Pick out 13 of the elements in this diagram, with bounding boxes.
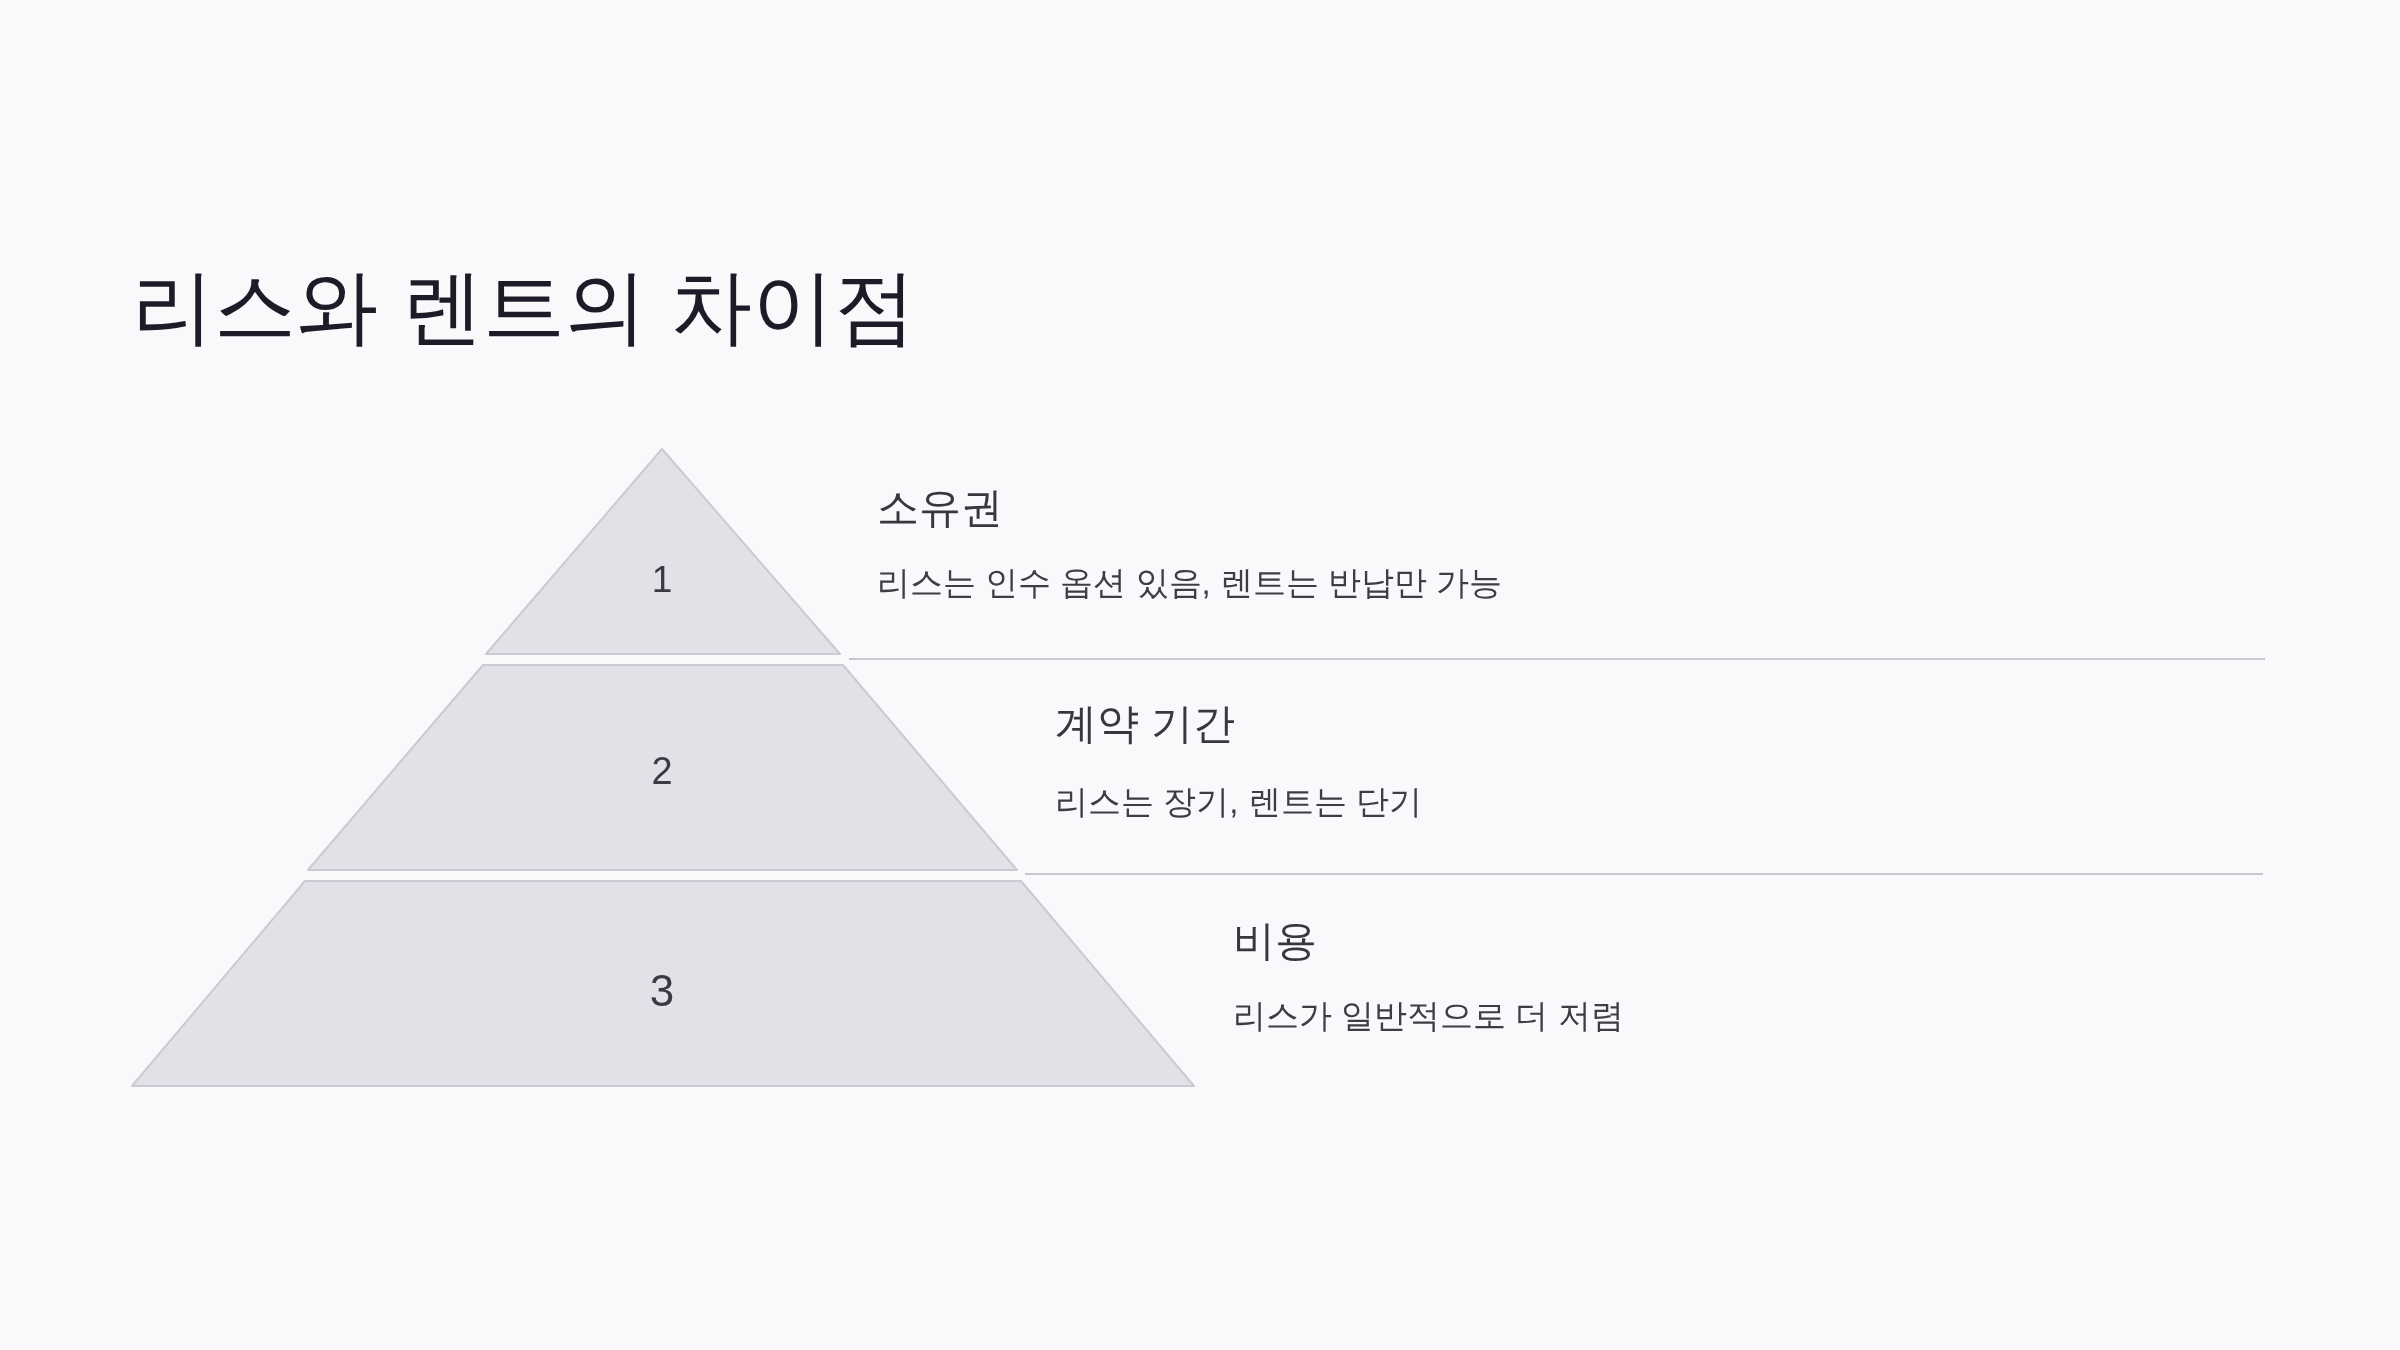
pyramid-tier [307, 664, 1018, 871]
tier-number: 2 [651, 752, 673, 791]
tier-description: 리스가 일반적으로 더 저렴 [1233, 995, 1624, 1036]
tier-heading: 비용 [1233, 915, 1317, 966]
tier-description: 리스는 인수 옵션 있음, 렌트는 반납만 가능 [877, 562, 1503, 603]
tier-number: 3 [649, 969, 675, 1014]
pyramid-tier [485, 448, 841, 655]
tier-number: 1 [651, 560, 673, 598]
tier-description: 리스는 장기, 렌트는 단기 [1055, 781, 1422, 822]
tier-heading: 소유권 [877, 482, 1003, 533]
tier-heading: 계약 기간 [1055, 698, 1235, 749]
title: 리스와 렌트의 차이점 [132, 259, 916, 354]
pyramid-tier [131, 880, 1195, 1087]
